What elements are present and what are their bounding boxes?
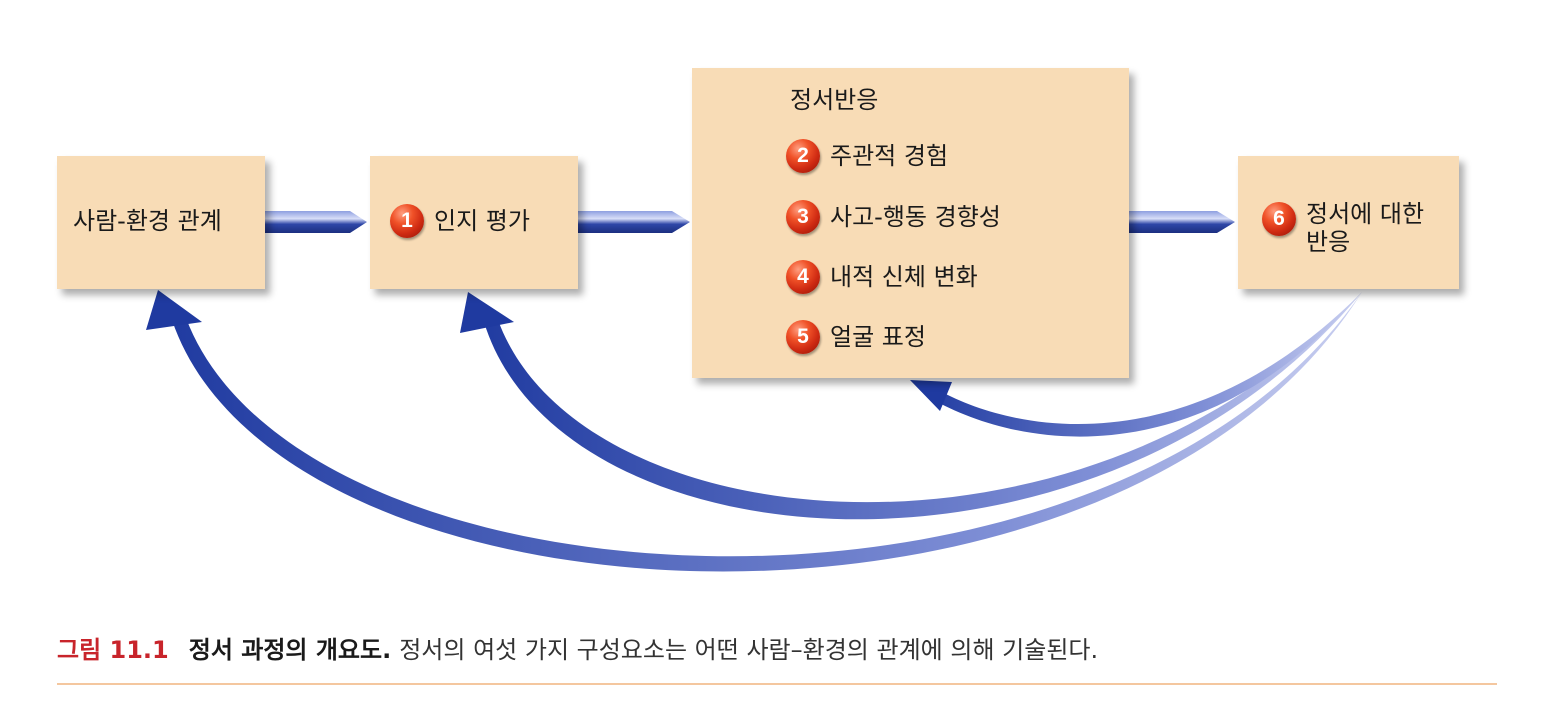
number-badge-6: 6 bbox=[1262, 202, 1296, 236]
emotional-response-title: 정서반응 bbox=[790, 86, 879, 114]
internal-bodily-change-label: 내적 신체 변화 bbox=[830, 263, 978, 291]
feedback-arrow-to-appraisal bbox=[460, 292, 1362, 520]
number-badge-1: 1 bbox=[390, 204, 424, 238]
feedback-arrow-to-response bbox=[910, 292, 1362, 437]
number-badge-5: 5 bbox=[786, 320, 820, 354]
person-environment-box: 사람-환경 관계 bbox=[57, 156, 265, 289]
caption-divider bbox=[57, 683, 1497, 685]
feedback-arrow-to-environment bbox=[146, 290, 1362, 572]
emotional-response-box: 정서반응 2 주관적 경험 3 사고-행동 경향성 4 내적 신체 변화 5 얼… bbox=[692, 68, 1129, 378]
figure-number: 그림 11.1 bbox=[57, 636, 169, 664]
number-badge-3: 3 bbox=[786, 200, 820, 234]
arrow-appraisal-to-response bbox=[578, 211, 690, 233]
number-badge-4: 4 bbox=[786, 260, 820, 294]
figure-caption: 그림 11.1 정서 과정의 개요도.정서의 여섯 가지 구성요소는 어떤 사람–… bbox=[57, 635, 1497, 665]
number-badge-2: 2 bbox=[786, 139, 820, 173]
response-to-emotion-line1: 정서에 대한 bbox=[1306, 200, 1425, 228]
cognitive-appraisal-box: 1 인지 평가 bbox=[370, 156, 578, 289]
arrow-env-to-appraisal bbox=[265, 211, 367, 233]
arrow-response-to-regulation bbox=[1129, 211, 1235, 233]
response-to-emotion-line2: 반응 bbox=[1306, 228, 1351, 256]
response-to-emotion-label: 정서에 대한 반응 bbox=[1306, 200, 1424, 256]
person-environment-label: 사람-환경 관계 bbox=[73, 207, 222, 235]
cognitive-appraisal-label: 인지 평가 bbox=[434, 207, 530, 235]
response-to-emotion-box: 6 정서에 대한 반응 bbox=[1238, 156, 1459, 289]
facial-expression-label: 얼굴 표정 bbox=[830, 323, 926, 351]
figure-caption-text: 정서의 여섯 가지 구성요소는 어떤 사람–환경의 관계에 의해 기술된다. bbox=[399, 636, 1099, 664]
subjective-experience-label: 주관적 경험 bbox=[830, 142, 949, 170]
figure-title: 정서 과정의 개요도. bbox=[188, 636, 392, 664]
thought-action-tendency-label: 사고-행동 경향성 bbox=[830, 203, 1001, 231]
